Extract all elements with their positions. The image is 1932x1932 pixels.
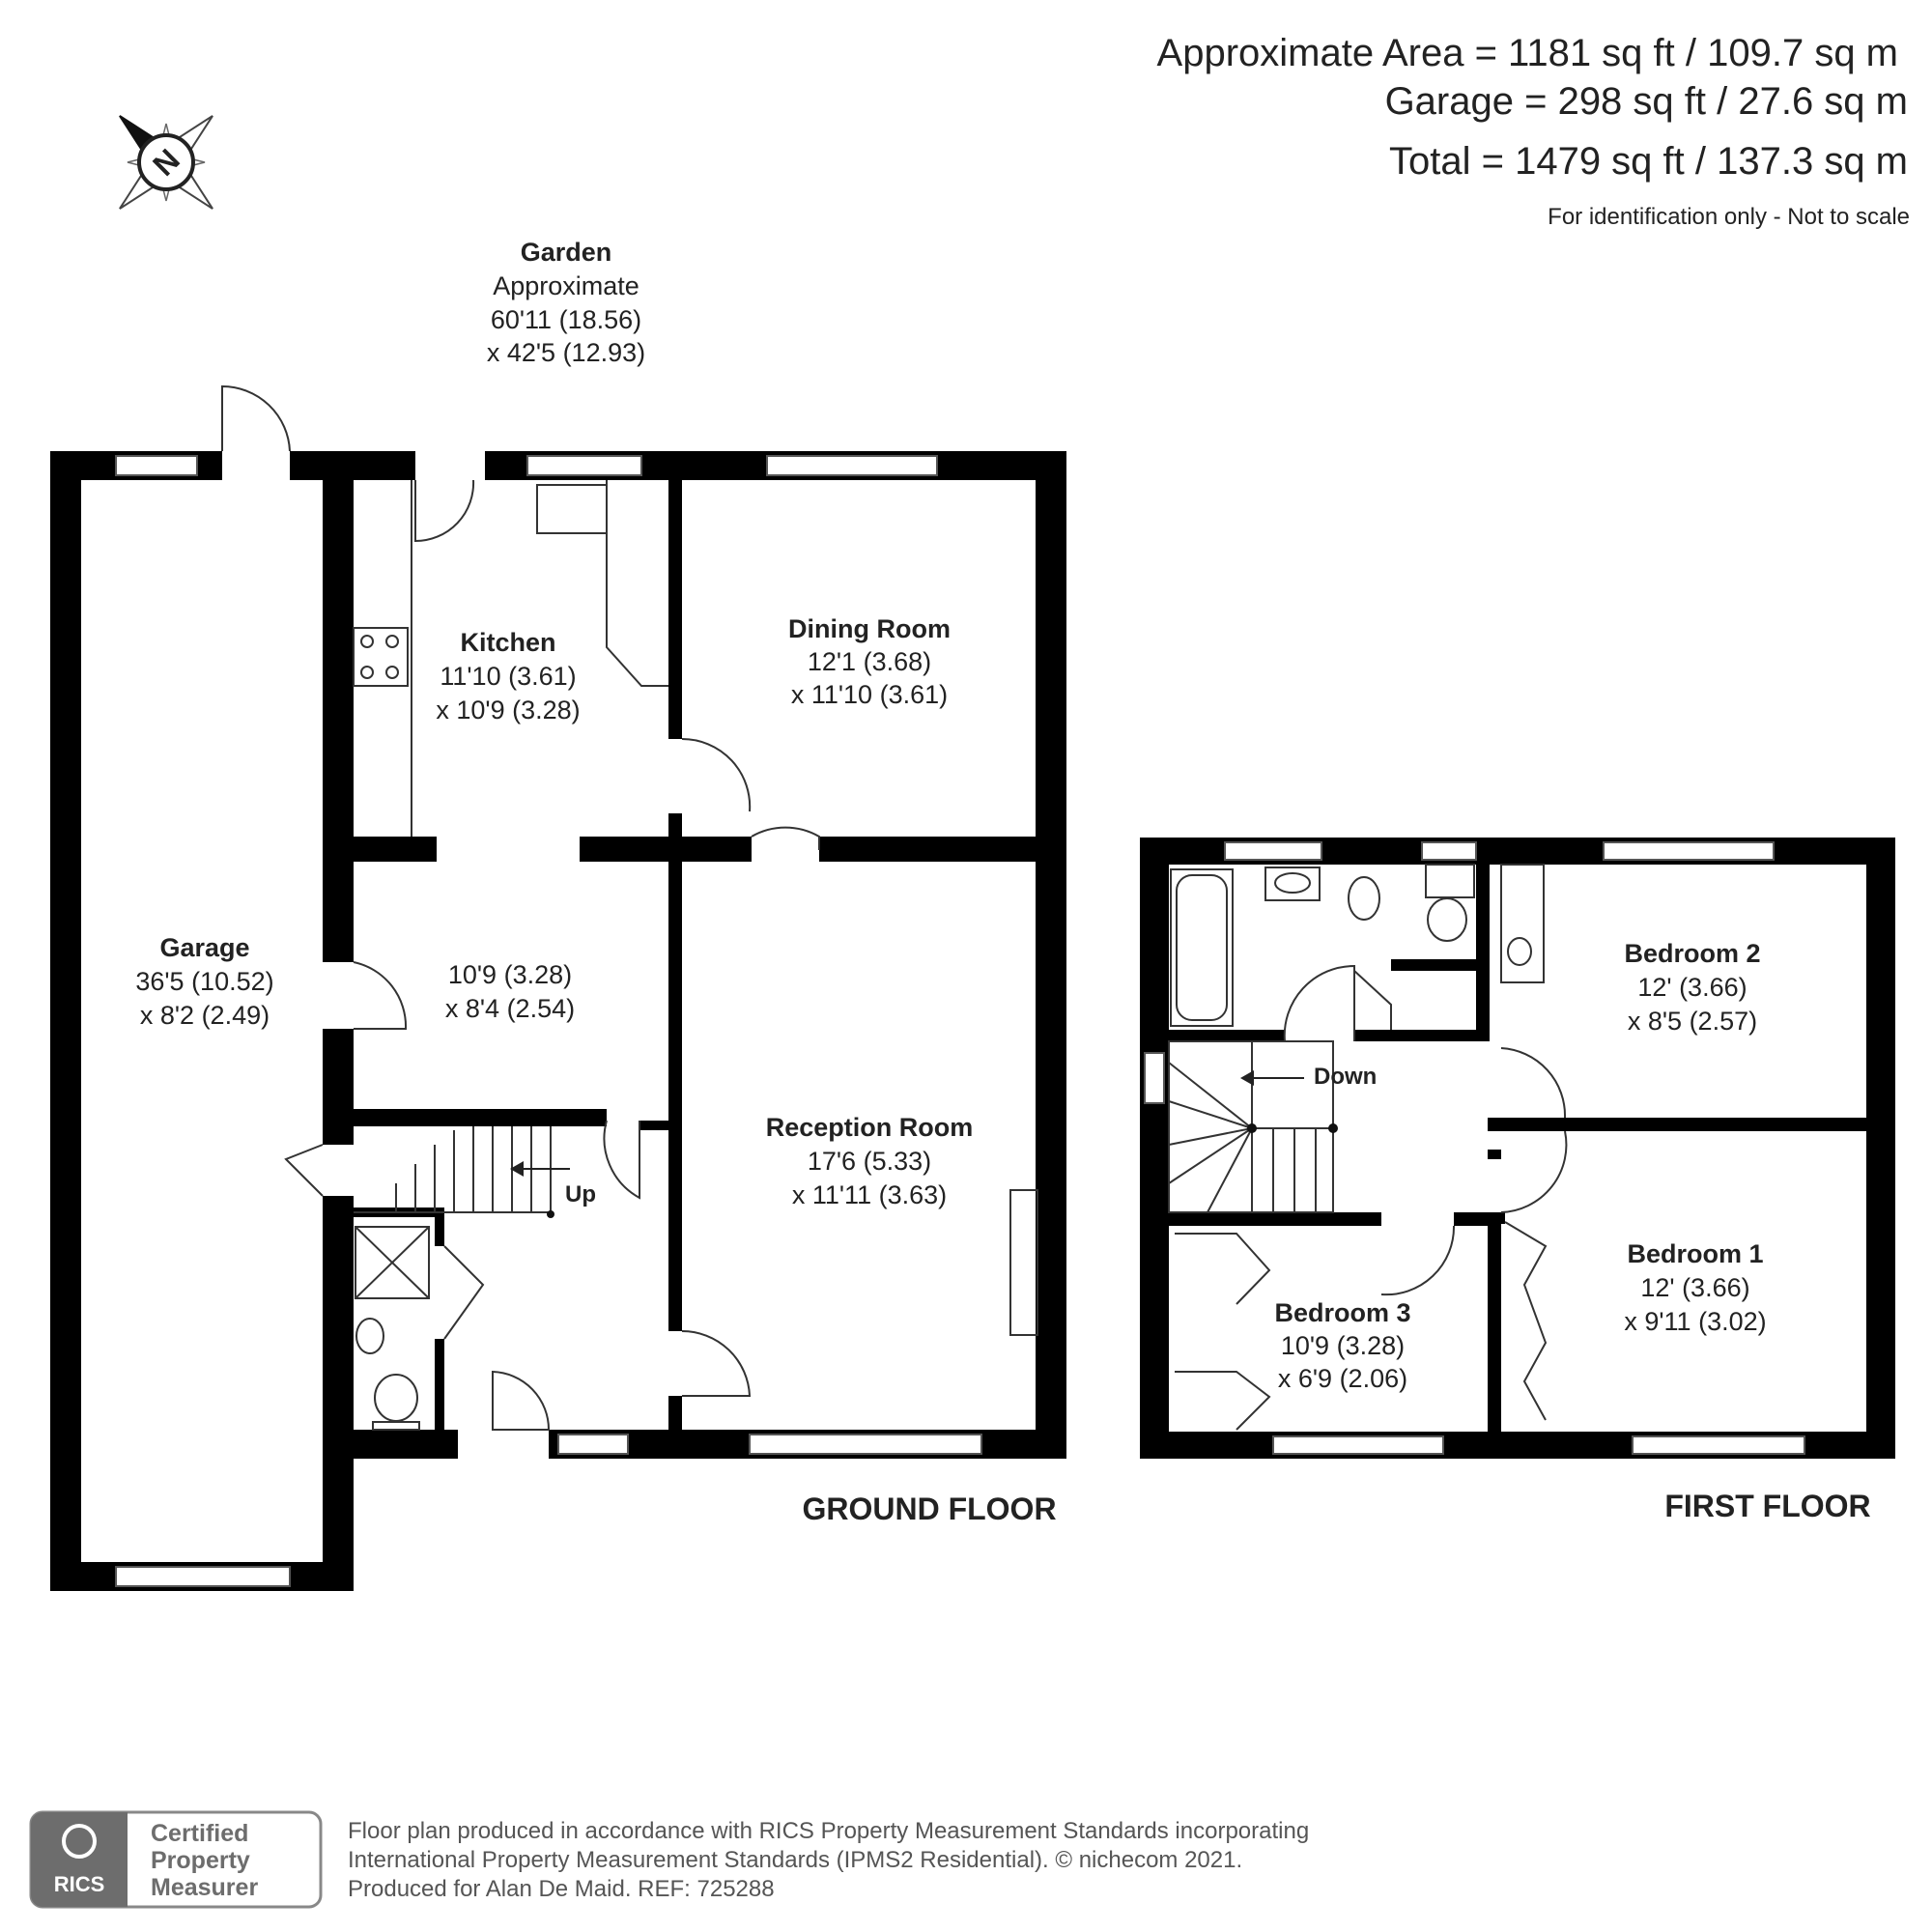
ground-floor-title: GROUND FLOOR [802,1492,1056,1526]
dining-dim2: x 11'10 (3.61) [791,680,948,709]
reception-dim2: x 11'11 (3.63) [792,1180,947,1209]
garage-dim1: 36'5 (10.52) [135,967,273,996]
hall-dim2: x 8'4 (2.54) [445,994,575,1023]
footer-text: Floor plan produced in accordance with R… [348,1818,1309,1902]
dining-name: Dining Room [788,614,951,643]
reception-dim1: 17'6 (5.33) [808,1147,931,1176]
bedroom2-name: Bedroom 2 [1624,939,1760,968]
ground-floor-labels: Garage 36'5 (10.52) x 8'2 (2.49) Kitchen… [135,614,1056,1526]
bedroom3-dim2: x 6'9 (2.06) [1278,1364,1407,1393]
stairs-up-label: Up [565,1181,596,1208]
bedroom1-dim2: x 9'11 (3.02) [1624,1307,1766,1336]
rics-badge-org: RICS [54,1872,105,1896]
kitchen-dim1: 11'10 (3.61) [440,662,576,691]
footer-line3: Produced for Alan De Maid. REF: 725288 [348,1876,775,1902]
rics-badge-line2: Property [151,1847,250,1874]
garage-dim2: x 8'2 (2.49) [140,1001,270,1030]
rics-badge: RICS Certified Property Measurer [29,1810,323,1909]
first-floor-walls [1140,838,1895,1459]
garden-line2: 60'11 (18.56) [491,305,641,334]
footer-line2: International Property Measurement Stand… [348,1847,1242,1873]
compass-icon: N [119,115,213,210]
rics-badge-line3: Measurer [151,1874,258,1901]
garden-label: Garden Approximate 60'11 (18.56) x 42'5 … [487,238,645,367]
disclaimer-text: For identification only - Not to scale [1548,204,1910,230]
kitchen-dim2: x 10'9 (3.28) [436,696,580,724]
garden-name: Garden [521,238,612,267]
bedroom1-dim1: 12' (3.66) [1640,1273,1749,1302]
garage-name: Garage [159,933,249,962]
ground-floor-walls [50,384,1066,1591]
garage-area-text: Garage = 298 sq ft / 27.6 sq m [1385,80,1908,123]
garden-line1: Approximate [493,271,639,300]
area-summary: Approximate Area = 1181 sq ft / 109.7 sq… [1157,32,1910,230]
bedroom2-dim1: 12' (3.66) [1637,973,1747,1002]
first-floor-title: FIRST FLOOR [1664,1489,1870,1523]
rics-lion-icon [62,1824,97,1859]
dining-dim1: 12'1 (3.68) [808,647,931,676]
garden-line3: x 42'5 (12.93) [487,338,645,367]
hall-dim1: 10'9 (3.28) [448,960,572,989]
rics-badge-line1: Certified [151,1820,248,1847]
stairs-down-label: Down [1314,1064,1377,1090]
footer-line1: Floor plan produced in accordance with R… [348,1818,1309,1844]
bedroom3-name: Bedroom 3 [1274,1298,1410,1327]
reception-name: Reception Room [766,1113,974,1142]
first-floor-labels: Bedroom 2 12' (3.66) x 8'5 (2.57) Bedroo… [1274,939,1870,1523]
bedroom2-dim2: x 8'5 (2.57) [1628,1007,1757,1036]
total-area-text: Total = 1479 sq ft / 137.3 sq m [1389,140,1908,183]
bedroom1-name: Bedroom 1 [1627,1239,1763,1268]
bedroom3-dim1: 10'9 (3.28) [1281,1331,1405,1360]
approx-area-text: Approximate Area = 1181 sq ft / 109.7 sq… [1157,32,1898,74]
kitchen-name: Kitchen [460,628,555,657]
